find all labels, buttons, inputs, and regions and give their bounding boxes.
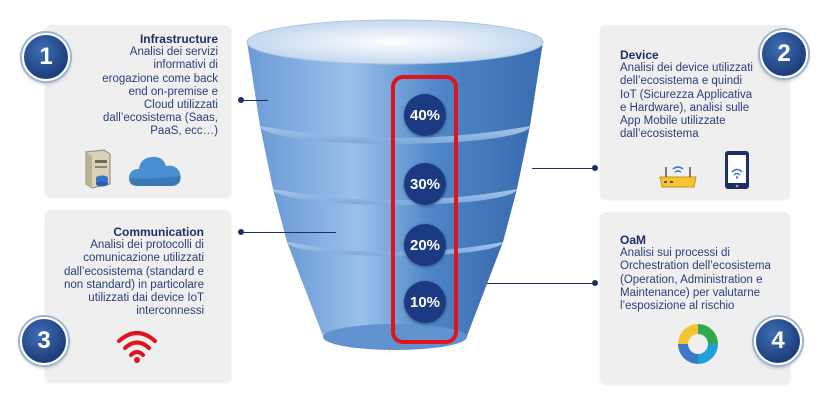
router-icon [659, 166, 697, 188]
panel-2-line: dell’ecosistema e quindi [620, 75, 743, 88]
percentage-20: 20% [404, 224, 446, 266]
panel-4-line: l’esposizione al rischio [620, 300, 735, 313]
connector-dot-4 [592, 280, 598, 286]
badge-number-1: 1 [22, 33, 70, 81]
panel-device [600, 25, 790, 199]
badge-number-4: 4 [754, 317, 802, 365]
panel-1-line: Cloud utilizzati [143, 99, 218, 112]
panel-4-line: Orchestration dell’ecosistema [620, 260, 771, 273]
panel-3-line: non standard) in particolare [64, 278, 204, 291]
panel-2-title: Device [620, 48, 659, 62]
wifi-icon [117, 331, 157, 363]
cycle-icon [678, 324, 718, 364]
funnel-graphic [246, 19, 544, 350]
badge-number-2: 2 [760, 30, 808, 78]
panel-1-line: informativi di [153, 59, 218, 72]
panel-1-title: Infrastructure [139, 32, 218, 46]
badge-number-3: 3 [20, 317, 68, 365]
panel-3-line: utilizzati dai device IoT [88, 292, 204, 305]
server-icon [85, 149, 111, 189]
percentage-10: 10% [404, 281, 446, 323]
connector-dot-3 [238, 229, 244, 235]
highlight-frame [391, 75, 458, 344]
panel-1-line: PaaS, ecc…) [150, 125, 218, 138]
connector-line-3 [242, 232, 336, 233]
panel-2-text: Device Analisi dei device utilizzati del… [620, 48, 780, 141]
panel-infrastructure [45, 25, 231, 197]
cloud-icon [128, 156, 181, 186]
panel-3-line: Analisi dei protocolli di [90, 239, 204, 252]
panel-1-line: Analisi dei servizi [129, 46, 218, 59]
panel-1-line: erogazione come back [102, 72, 218, 85]
panel-3-text: Communication Analisi dei protocolli di … [48, 225, 204, 318]
connector-line-2 [532, 168, 594, 169]
panel-2-line: Analisi dei device utilizzati [620, 62, 753, 75]
panel-3-line: comunicazione utilizzati [83, 252, 204, 265]
panel-3-title: Communication [113, 225, 204, 239]
panel-4-title: OaM [620, 233, 647, 247]
panel-2-line: dall’ecosistema [620, 128, 699, 141]
connector-dot-1 [238, 97, 244, 103]
connector-line-1 [242, 100, 268, 101]
panel-3-line: interconnessi [136, 305, 204, 318]
panel-1-text: Infrastructure Analisi dei servizi infor… [70, 32, 219, 139]
panel-4-line: Analisi sui processi di [620, 247, 730, 260]
connector-dot-2 [592, 165, 598, 171]
panel-2-line: IoT (Sicurezza Applicativa [620, 88, 753, 101]
panel-2-line: e Hardware), analisi sulle [620, 101, 750, 114]
percentage-30: 30% [404, 163, 446, 205]
percentage-40: 40% [404, 94, 446, 136]
panel-4-line: (Operation, Administration e [620, 273, 763, 286]
panel-1-line: dall’ecosistema (Saas, [102, 112, 218, 125]
panel-4-text: OaM Analisi sui processi di Orchestratio… [620, 233, 788, 313]
connector-line-4 [487, 283, 594, 284]
panel-3-line: dall’ecosistema (standard e [64, 265, 204, 278]
panel-2-line: App Mobile utilizzate [620, 115, 726, 128]
smartphone-icon [725, 151, 749, 189]
panel-1-line: end on-premise e [128, 85, 219, 98]
panel-4-line: Maintenance) per valutarne [620, 286, 760, 299]
